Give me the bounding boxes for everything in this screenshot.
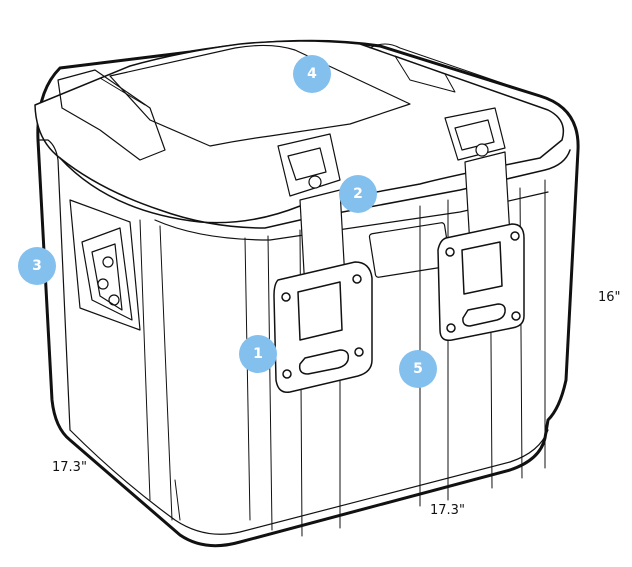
callout-lid[interactable]: 4 — [293, 55, 331, 93]
latch-right — [444, 107, 511, 247]
left-side-panel — [39, 139, 71, 431]
callout-side-handle[interactable]: 3 — [18, 247, 56, 285]
lid-back-recess — [394, 55, 456, 93]
base-edge — [69, 429, 549, 535]
callout-front-handle[interactable]: 1 — [239, 335, 277, 373]
left-side-inner — [69, 199, 141, 331]
width-dimension: 17.3" — [430, 503, 465, 518]
lid-front-edge — [59, 149, 571, 229]
lid-plate — [109, 44, 411, 147]
lid-recess-line — [99, 77, 146, 106]
depth-dimension: 17.3" — [52, 460, 87, 475]
lid-back-edge — [369, 43, 541, 97]
side-handle — [81, 227, 133, 321]
base-edge-inner — [174, 479, 181, 521]
left-rib-2 — [159, 225, 173, 521]
callout-latch[interactable]: 2 — [339, 175, 377, 213]
lid-lower-edge — [154, 191, 549, 241]
callout-front-panel[interactable]: 5 — [399, 350, 437, 388]
left-rib — [139, 219, 151, 501]
front-handle-left — [273, 261, 373, 393]
height-dimension: 16" — [598, 290, 621, 305]
lid-handle-recess — [57, 69, 166, 161]
latch-left — [277, 133, 346, 291]
front-handle-right — [437, 223, 525, 342]
